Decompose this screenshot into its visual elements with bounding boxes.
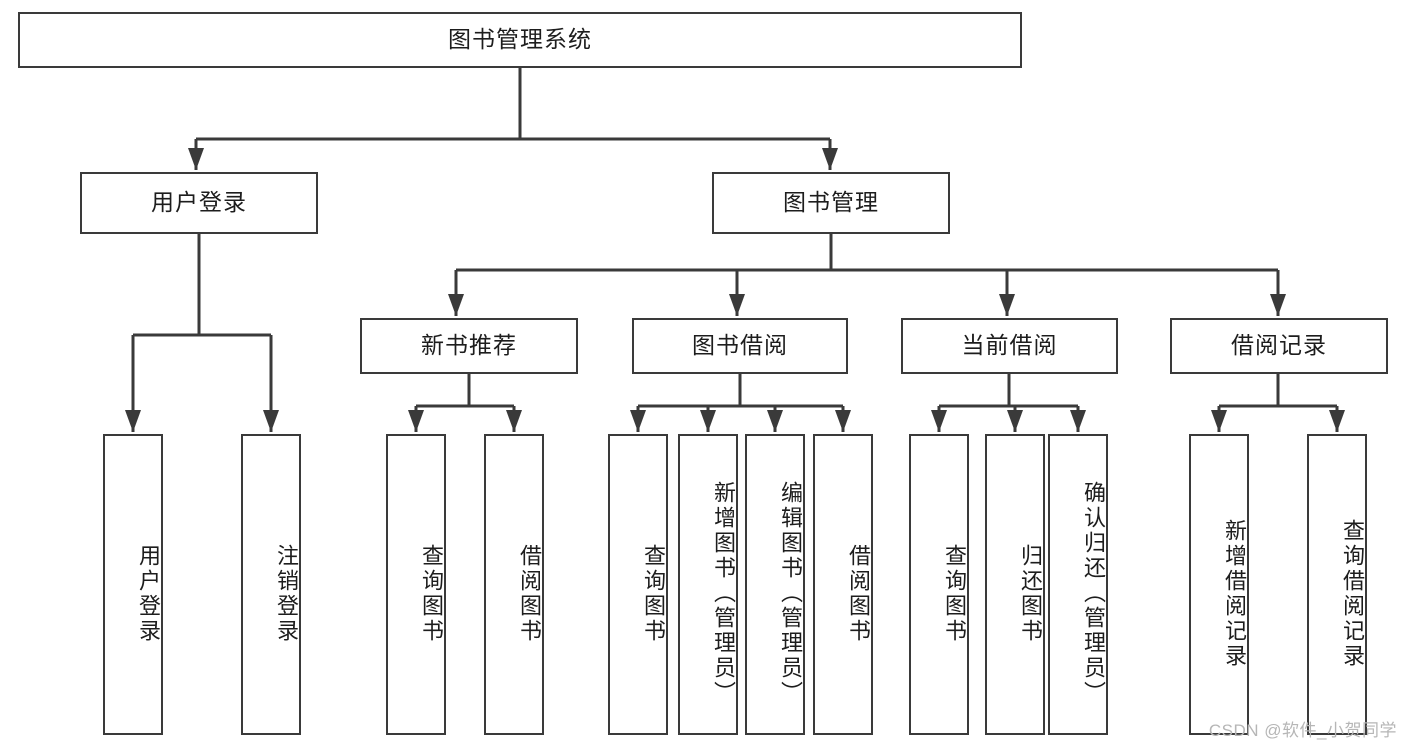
node-book-manage[interactable]: 图书管理 [712,172,950,234]
node-label: 用户登录 [151,189,247,216]
arrowhead-icon [700,410,716,432]
node-label: 借阅图书 [846,543,871,644]
arrowhead-icon [822,148,838,170]
node-leaf-query-book-1[interactable]: 查询图书 [386,434,446,735]
node-label: 新增图书（管理员） [711,481,736,706]
node-label: 新书推荐 [421,332,517,359]
node-leaf-add-book[interactable]: 新增图书（管理员） [678,434,738,735]
arrowhead-icon [835,410,851,432]
arrowhead-icon [729,294,745,316]
arrowhead-icon [1270,294,1286,316]
node-borrow-record[interactable]: 借阅记录 [1170,318,1388,374]
node-leaf-borrow-book-1[interactable]: 借阅图书 [484,434,544,735]
node-label: 编辑图书（管理员） [778,481,803,706]
node-user-login[interactable]: 用户登录 [80,172,318,234]
node-new-book-recommend[interactable]: 新书推荐 [360,318,578,374]
arrowhead-icon [448,294,464,316]
node-leaf-logout[interactable]: 注销登录 [241,434,301,735]
node-leaf-query-book-2[interactable]: 查询图书 [608,434,668,735]
node-label: 图书管理系统 [448,26,592,53]
node-leaf-query-record[interactable]: 查询借阅记录 [1307,434,1367,735]
arrowhead-icon [1007,410,1023,432]
node-leaf-return-book[interactable]: 归还图书 [985,434,1045,735]
node-label: 归还图书 [1018,543,1043,644]
arrowhead-icon [506,410,522,432]
node-leaf-confirm-return[interactable]: 确认归还（管理员） [1048,434,1108,735]
node-label: 查询借阅记录 [1340,518,1365,669]
node-label: 当前借阅 [961,332,1058,359]
arrowhead-icon [125,410,141,432]
node-label: 借阅记录 [1231,332,1327,359]
arrowhead-icon [1070,410,1086,432]
node-label: 查询图书 [641,543,666,644]
arrowhead-icon [931,410,947,432]
node-label: 确认归还（管理员） [1081,481,1106,706]
node-label: 查询图书 [419,543,444,644]
node-root[interactable]: 图书管理系统 [18,12,1022,68]
arrowhead-icon [630,410,646,432]
node-leaf-add-record[interactable]: 新增借阅记录 [1189,434,1249,735]
arrowhead-icon [408,410,424,432]
node-label: 借阅图书 [517,543,542,644]
watermark-label: CSDN @软件_小贺同学 [1208,721,1397,740]
node-label: 新增借阅记录 [1222,518,1247,669]
node-label: 查询图书 [942,543,967,644]
node-label: 图书管理 [783,189,879,216]
node-leaf-user-login[interactable]: 用户登录 [103,434,163,735]
node-current-borrow[interactable]: 当前借阅 [901,318,1118,374]
node-leaf-query-book-3[interactable]: 查询图书 [909,434,969,735]
arrowhead-icon [767,410,783,432]
node-book-borrow[interactable]: 图书借阅 [632,318,848,374]
node-label: 注销登录 [274,543,299,644]
node-leaf-edit-book[interactable]: 编辑图书（管理员） [745,434,805,735]
node-leaf-borrow-book-2[interactable]: 借阅图书 [813,434,873,735]
node-label: 图书借阅 [692,332,788,359]
arrowhead-icon [1211,410,1227,432]
node-label: 用户登录 [136,543,161,644]
arrowhead-icon [188,148,204,170]
arrowhead-icon [1329,410,1345,432]
arrowhead-icon [263,410,279,432]
arrowhead-icon [999,294,1015,316]
